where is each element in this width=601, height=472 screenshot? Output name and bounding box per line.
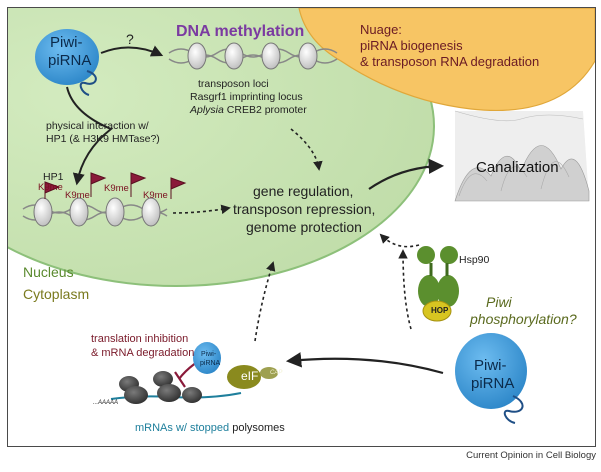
hop-label: HOP — [431, 306, 449, 315]
arrow-phosphorylation-to-center — [398, 249, 412, 330]
nucleus-label: Nucleus — [23, 264, 74, 280]
question-mark: ? — [126, 31, 134, 47]
piwi-label-small-line1: Piwi- — [201, 351, 217, 358]
physical-interaction-line2: HP1 (& H3K9 HMTase?) — [46, 133, 160, 145]
eif-factor — [227, 365, 261, 389]
physical-interaction-line1: physical interaction w/ — [46, 120, 149, 132]
translation-line2: & mRNA degradation — [91, 347, 195, 359]
polysome — [110, 342, 278, 404]
k9me-label-3: K9me — [104, 183, 129, 194]
nuage — [298, 8, 595, 112]
nuage-title: Nuage: — [360, 22, 402, 37]
piwi-phosphorylation-line2: phosphorylation? — [470, 311, 577, 327]
dna-methylation-line1: transposon loci — [198, 78, 269, 90]
arrow-piwi-to-eif — [285, 352, 444, 375]
k9me-label-2: K9me — [65, 190, 90, 201]
arrow-piwi-to-chromatin — [66, 86, 113, 186]
arrows — [66, 45, 445, 375]
footer-credit: Current Opinion in Cell Biology — [466, 450, 596, 461]
arrow-polysome-to-center — [254, 261, 276, 342]
piwi-label-top-line1: Piwi- — [50, 34, 83, 51]
hsp90-hop-complex — [417, 246, 459, 322]
translation-line1: translation inhibition — [91, 333, 189, 345]
creb2-text: CREB2 promoter — [223, 104, 307, 116]
k9me-label-4: K9me — [143, 190, 168, 201]
figure-frame: Piwi- piRNA ? DNA methylation transposon… — [7, 7, 596, 447]
piwi-label-bottom-line1: Piwi- — [474, 357, 507, 374]
hsp90-label: Hsp90 — [459, 254, 490, 266]
arrow-center-to-canalization — [368, 158, 445, 190]
diagram-canvas — [8, 8, 595, 424]
cytoplasm-label: Cytoplasm — [23, 286, 90, 302]
dna-methylation-line2: Rasgrf1 imprinting locus — [190, 91, 303, 103]
arrow-hsp90-to-center — [379, 233, 420, 248]
piwi-pirna-complex-bottom — [455, 333, 527, 424]
piwi-pirna-complex-top — [35, 29, 99, 96]
hp1-label: HP1 — [43, 171, 64, 183]
nuage-line1: piRNA biogenesis — [360, 38, 463, 53]
hp1-flags — [44, 172, 187, 199]
canalization-label: Canalization — [476, 159, 559, 176]
k9me-label-1: K9me — [38, 182, 63, 193]
methylated-dna-strand — [168, 42, 338, 70]
center-text-line2: transposon repression, — [233, 201, 376, 217]
center-text-line1: gene regulation, — [253, 183, 354, 199]
nuage-line2: & transposon RNA degradation — [360, 54, 540, 69]
aplysia-text: Aplysia — [190, 104, 224, 116]
piwi-phosphorylation-line1: Piwi — [486, 294, 512, 310]
piwi-label-small-line2: piRNA — [200, 360, 221, 367]
eif-label: eIF — [241, 369, 259, 383]
cap-label: CAP — [270, 370, 283, 376]
center-text-line3: genome protection — [246, 219, 362, 235]
chromatin-strand — [22, 197, 168, 227]
dna-methylation-line3: Aplysia CREB2 promoter — [190, 104, 307, 116]
mrnas-label-part2: polysomes — [229, 422, 285, 434]
canalization-landscape — [454, 110, 590, 202]
arrow-piwi-to-dna-methylation — [100, 45, 164, 57]
poly-a-label: ...AAAAA — [93, 400, 119, 406]
dna-methylation-title: DNA methylation — [176, 23, 305, 40]
piwi-label-top-line2: piRNA — [48, 52, 92, 69]
mrnas-label: mRNAs w/ stopped polysomes — [135, 422, 285, 435]
piwi-label-bottom-line2: piRNA — [471, 375, 515, 392]
mrnas-label-part1: mRNAs w/ stopped — [135, 422, 230, 434]
